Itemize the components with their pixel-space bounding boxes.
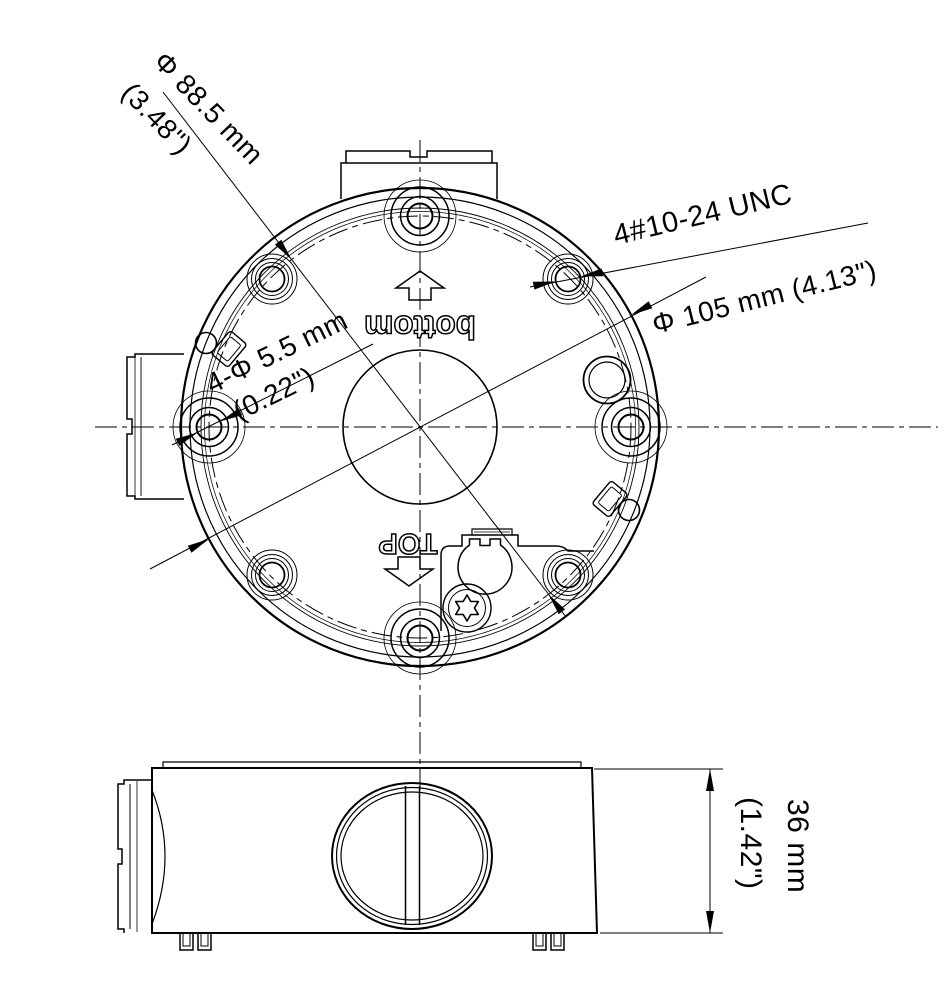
wall-circle-inner — [204, 211, 636, 643]
top-conduit-tab — [345, 150, 493, 163]
wall-circle-outer — [200, 207, 640, 647]
central-hole — [342, 349, 498, 505]
side-view-body — [151, 767, 599, 934]
thread-callout-label: 4#10-24 UNC — [610, 178, 795, 252]
orientation-marker-bottom: bottom — [364, 309, 476, 346]
bottom-direction-arrow-icon — [393, 270, 447, 301]
mounting-screw-north — [383, 179, 457, 253]
dimension-arrow — [175, 432, 198, 446]
mounting-screw-south — [383, 601, 457, 675]
mounting-screw-east — [594, 390, 668, 464]
bolt-circle-dashed — [208, 215, 632, 639]
side-view-cap — [117, 779, 152, 933]
height-dimension-label-line2: (1.42") — [734, 797, 767, 890]
unc-boss-lower-right — [542, 549, 594, 601]
side-view: 36 mm (1.42") — [117, 761, 814, 951]
outer-diameter-dimension-label: Φ 105 mm (4.13") — [649, 254, 880, 340]
dimension-arrow — [274, 239, 292, 260]
unc-boss-upper-right — [542, 253, 594, 305]
keyhole-bracket — [440, 528, 594, 633]
torx-star-icon — [454, 594, 480, 622]
dimension-arrow — [631, 301, 653, 315]
dimension-arrow — [220, 408, 243, 422]
side-view-cap-curve — [151, 789, 166, 925]
top-view: bottom TOP Φ 88.5 mm (3.48") 4#10-24 UNC… — [95, 46, 938, 790]
cable-hole — [582, 355, 632, 405]
top-direction-arrow-icon — [382, 556, 436, 587]
keyhole-cutout — [457, 538, 513, 595]
torx-screw — [442, 583, 492, 633]
side-view-flange — [162, 761, 582, 768]
dimension-arrow — [532, 281, 556, 290]
unc-boss-upper-left — [246, 253, 298, 305]
side-conduit-entry — [126, 353, 184, 500]
dimension-arrow — [187, 539, 209, 553]
height-dimension-label-line1: 36 mm — [781, 799, 814, 893]
mounting-hole-leader-line — [171, 343, 374, 446]
side-view-conduit-hole — [331, 782, 493, 930]
outer-diameter-dimension-line — [149, 276, 707, 570]
clip-lower-right — [592, 480, 641, 522]
unc-boss-lower-left — [246, 549, 298, 601]
dimension-arrow — [548, 594, 566, 615]
dimension-arrow — [580, 268, 604, 277]
orientation-marker-top: TOP — [378, 527, 437, 559]
top-conduit-tab-base — [340, 162, 498, 199]
mounting-feet — [179, 933, 565, 951]
mounting-screw-west — [172, 390, 246, 464]
outer-rim-circle — [179, 186, 661, 668]
dimension-arrow — [706, 911, 714, 933]
dimension-arrow — [706, 769, 714, 791]
bolt-circle-dimension-line — [162, 91, 567, 618]
clip-upper-left — [194, 330, 247, 368]
